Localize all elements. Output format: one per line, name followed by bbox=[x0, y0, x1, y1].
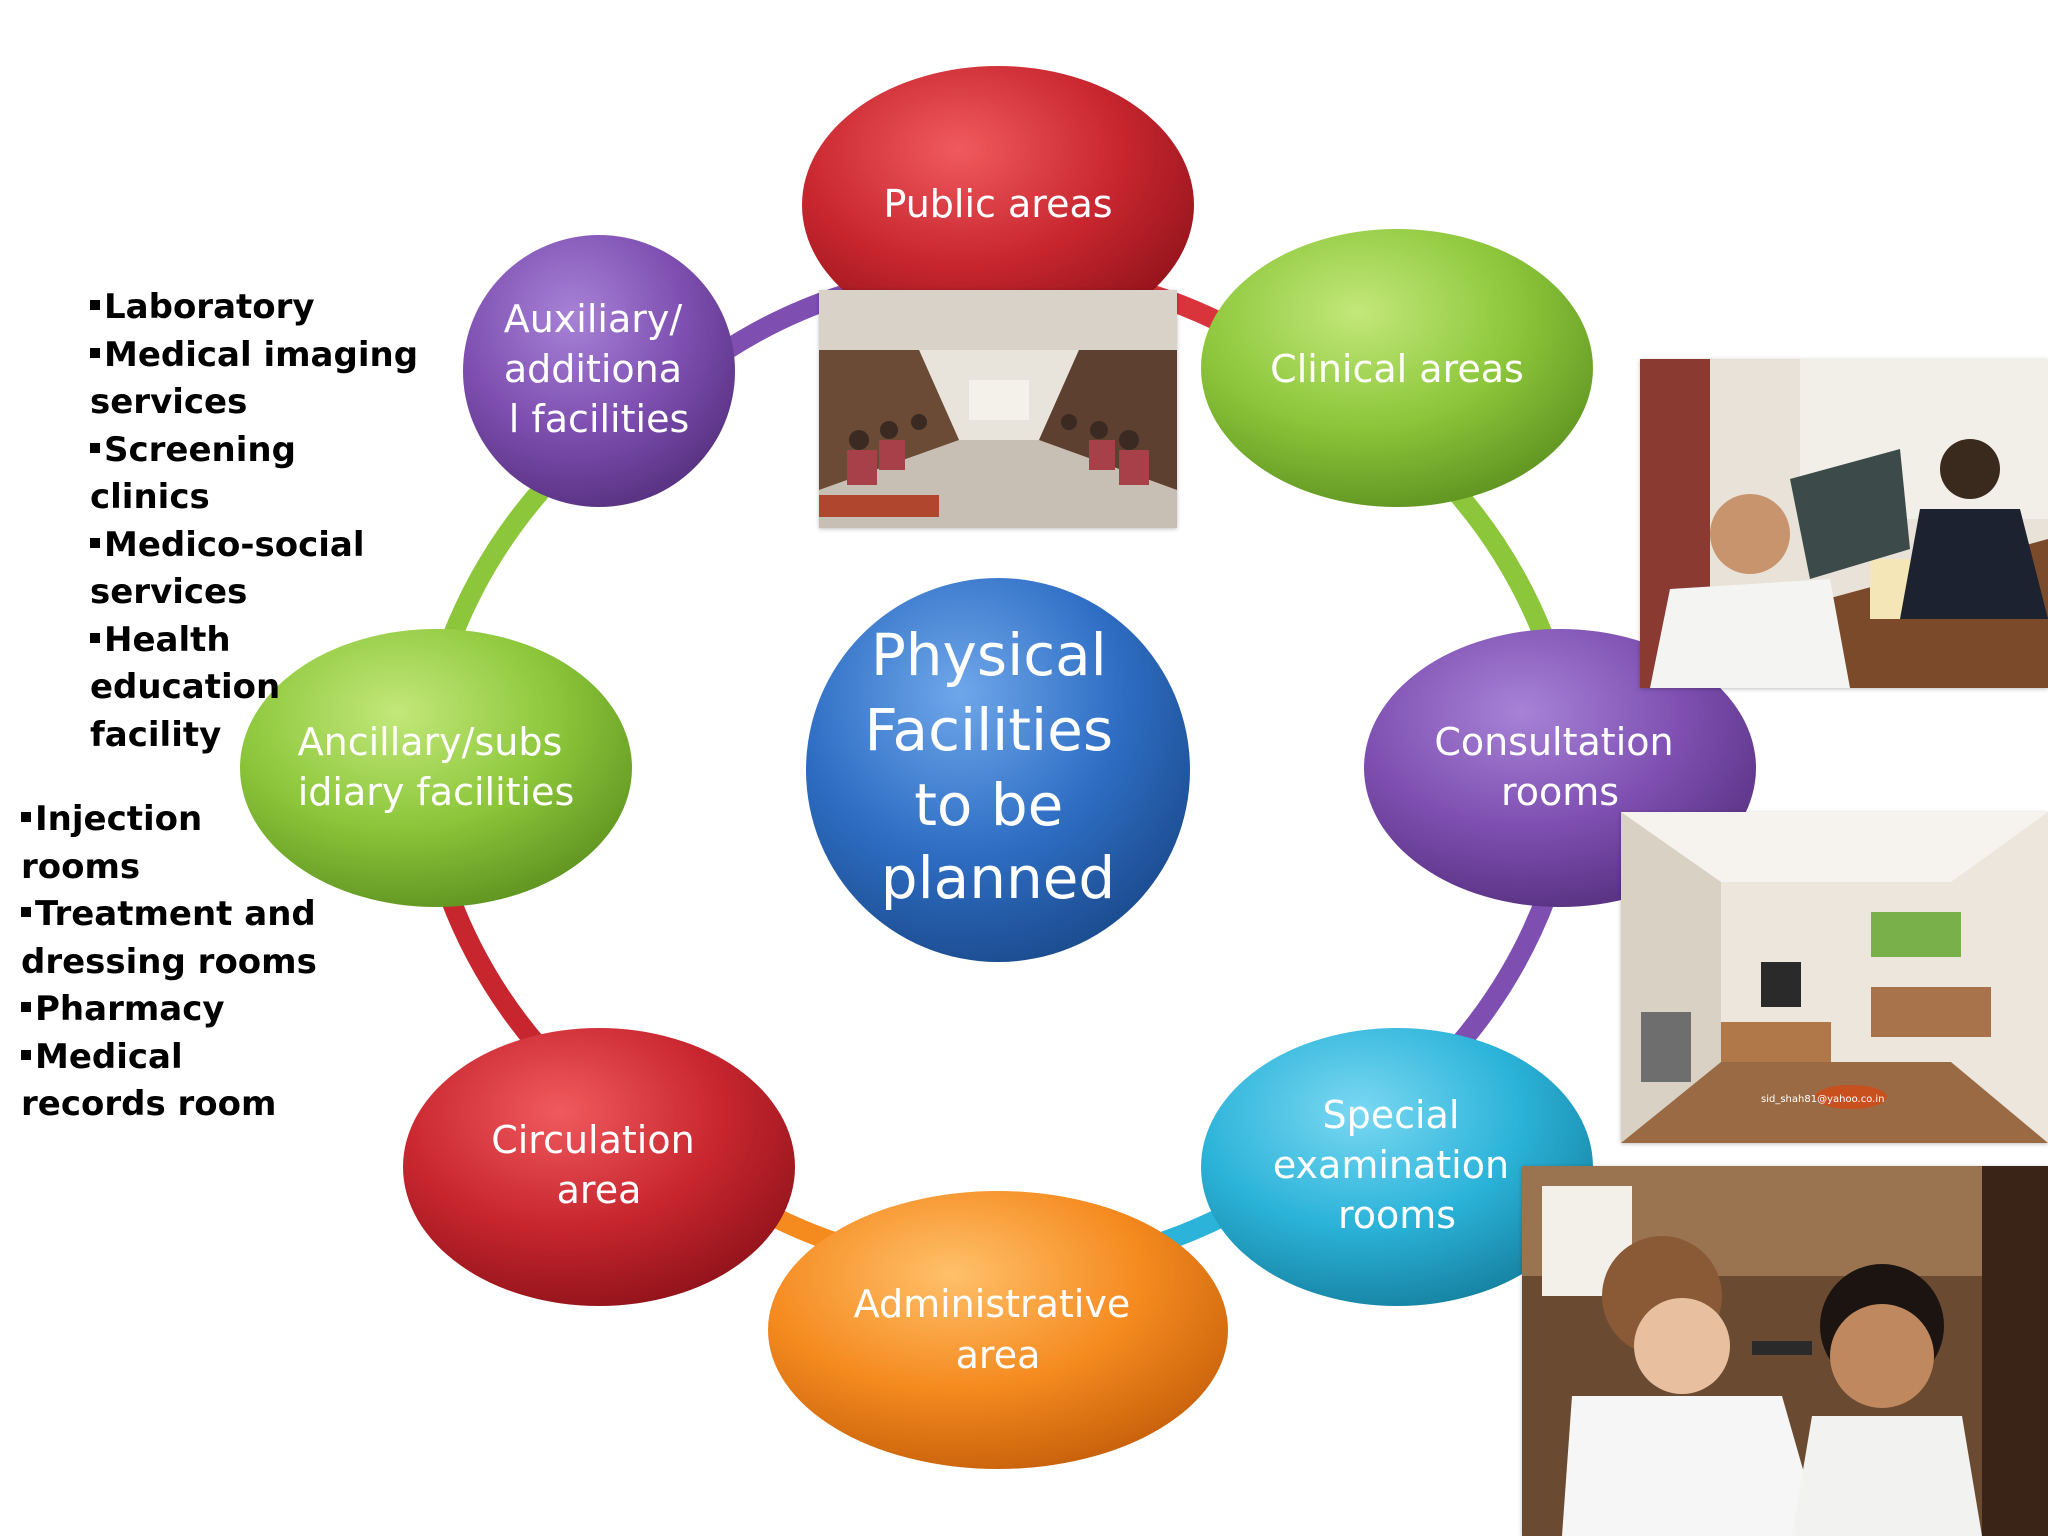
center-node: Physical Facilities to be planned bbox=[806, 578, 1190, 962]
list-item: Pharmacy bbox=[21, 986, 321, 1034]
node-auxiliary-facilities: Auxiliary/ additiona l facilities bbox=[463, 235, 735, 507]
node-administrative-line-2: area bbox=[956, 1333, 1041, 1377]
node-circulation-line-1: Circulation bbox=[491, 1118, 695, 1162]
photo-watermark: sid_shah81@yahoo.co.in bbox=[1761, 1094, 1884, 1105]
auxiliary-facilities-list: Laboratory Medical imaging services Scre… bbox=[90, 284, 420, 759]
node-administrative-area-label: Administrative area bbox=[854, 1282, 1143, 1377]
node-consultation-rooms-label: Consultation rooms bbox=[1434, 720, 1685, 814]
ancillary-facilities-list: Injection rooms Treatment and dressing r… bbox=[21, 796, 321, 1129]
center-node-label: Physical Facilities to be planned bbox=[864, 621, 1131, 912]
list-item: Treatment and dressing rooms bbox=[21, 891, 321, 986]
waiting-hall-photo bbox=[819, 290, 1177, 528]
list-item: Injection rooms bbox=[21, 796, 321, 891]
connector-clinical-to-consultation bbox=[1447, 483, 1557, 655]
node-consultation-rooms-line-1: Consultation bbox=[1434, 720, 1673, 764]
list-item: Screening clinics bbox=[90, 427, 420, 522]
node-special-line-1: Special bbox=[1322, 1093, 1459, 1137]
node-auxiliary-line-2: additiona bbox=[504, 347, 682, 391]
node-clinical-areas-label: Clinical areas bbox=[1270, 347, 1524, 391]
list-item: Medico-social services bbox=[90, 522, 420, 617]
center-line-4: planned bbox=[881, 844, 1116, 912]
center-node-shape bbox=[806, 578, 1190, 962]
node-special-line-2: examination bbox=[1273, 1143, 1509, 1187]
list-item: Medical imaging services bbox=[90, 332, 420, 427]
node-public-areas-label: Public areas bbox=[883, 182, 1112, 226]
node-special-examination-rooms: Special examination rooms bbox=[1201, 1028, 1593, 1306]
consultation-room-photo: sid_shah81@yahoo.co.in bbox=[1621, 812, 2048, 1143]
node-public-areas: Public areas bbox=[802, 66, 1194, 344]
list-item: Laboratory bbox=[90, 284, 420, 332]
center-line-2: Facilities bbox=[864, 696, 1113, 764]
node-circulation-area-label: Circulation area bbox=[491, 1118, 707, 1212]
connector-circulation-to-ancillary bbox=[439, 885, 549, 1057]
center-line-3: to be bbox=[914, 771, 1063, 839]
node-administrative-line-1: Administrative bbox=[854, 1282, 1131, 1326]
node-clinical-areas-line-1: Clinical areas bbox=[1270, 347, 1524, 391]
node-circulation-area: Circulation area bbox=[403, 1028, 795, 1306]
node-ancillary-facilities-label: Ancillary/subs idiary facilities bbox=[298, 720, 575, 814]
node-clinical-areas: Clinical areas bbox=[1201, 229, 1593, 507]
node-administrative-area: Administrative area bbox=[768, 1191, 1228, 1469]
node-public-areas-line-1: Public areas bbox=[883, 182, 1112, 226]
node-special-line-3: rooms bbox=[1338, 1193, 1456, 1237]
node-consultation-rooms-line-2: rooms bbox=[1501, 770, 1619, 814]
node-auxiliary-line-3: l facilities bbox=[509, 397, 690, 441]
ear-exam-photo bbox=[1522, 1166, 2048, 1536]
node-auxiliary-line-1: Auxiliary/ bbox=[504, 297, 683, 341]
node-clinical-areas-shape bbox=[1201, 229, 1593, 507]
node-auxiliary-facilities-shape bbox=[463, 235, 735, 507]
node-public-areas-shape bbox=[802, 66, 1194, 344]
node-circulation-line-2: area bbox=[557, 1168, 642, 1212]
center-line-1: Physical bbox=[871, 621, 1107, 689]
node-special-examination-rooms-shape bbox=[1201, 1028, 1593, 1306]
node-auxiliary-facilities-label: Auxiliary/ additiona l facilities bbox=[504, 297, 695, 441]
list-item: Health education facility bbox=[90, 617, 420, 760]
node-administrative-area-shape bbox=[768, 1191, 1228, 1469]
connector-ancillary-to-auxiliary bbox=[439, 483, 549, 655]
connector-consultation-to-special bbox=[1447, 885, 1557, 1057]
node-circulation-area-shape bbox=[403, 1028, 795, 1306]
list-item: Medical records room bbox=[21, 1034, 321, 1129]
node-special-examination-rooms-label: Special examination rooms bbox=[1273, 1093, 1521, 1237]
node-ancillary-line-2: idiary facilities bbox=[298, 770, 575, 814]
consultation-photo bbox=[1640, 359, 2048, 688]
